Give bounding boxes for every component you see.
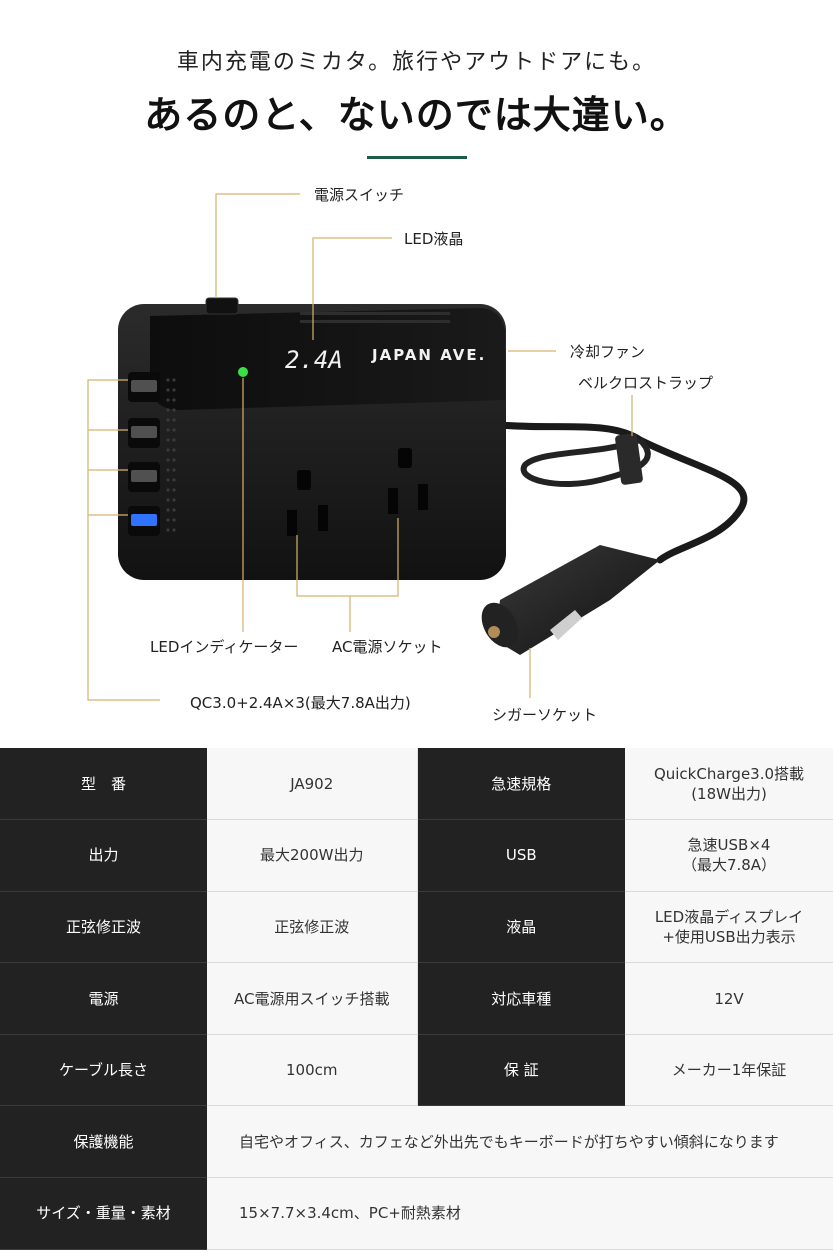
table-row: 電源 AC電源用スイッチ搭載 対応車種 12V	[0, 962, 833, 1035]
spec-table: 型 番 JA902 急速規格 QuickCharge3.0搭載(18W出力) 出…	[0, 748, 833, 1250]
spec-value: 急速USB×4（最大7.8A）	[625, 819, 833, 892]
power-cable	[496, 421, 748, 564]
table-row: 出力 最大200W出力 USB 急速USB×4（最大7.8A）	[0, 819, 833, 892]
product-diagram: 2.4A JAPAN AVE.	[87, 193, 748, 701]
spec-value: 正弦修正波	[207, 891, 417, 964]
spec-value: 12V	[625, 962, 833, 1035]
spec-key: サイズ・重量・素材	[0, 1177, 207, 1250]
spec-key: USB	[416, 819, 625, 892]
cigar-plug	[481, 545, 660, 655]
callout-velcro-strap: ベルクロストラップ	[578, 374, 714, 392]
ac-sockets	[287, 448, 428, 536]
subtitle: 車内充電のミカタ。旅行やアウトドアにも。	[176, 50, 657, 75]
table-row: 型 番 JA902 急速規格 QuickCharge3.0搭載(18W出力)	[0, 748, 833, 821]
spec-key: 正弦修正波	[0, 891, 207, 964]
callout-lines	[87, 193, 633, 701]
spec-key: 急速規格	[416, 748, 625, 821]
spec-key: 保護機能	[0, 1105, 207, 1179]
table-row: 正弦修正波 正弦修正波 液晶 LED液晶ディスプレイ+使用USB出力表示	[0, 891, 833, 964]
spec-value-line: +使用USB出力表示	[662, 927, 796, 946]
spec-value: AC電源用スイッチ搭載	[207, 962, 417, 1035]
callout-cooling-fan: 冷却ファン	[570, 343, 646, 361]
spec-key: 型 番	[0, 748, 207, 821]
velcro-strap	[615, 433, 643, 485]
table-row: ケーブル長さ 100cm 保 証 メーカー1年保証	[0, 1034, 833, 1107]
usb-ports	[128, 372, 160, 536]
spec-key: 対応車種	[416, 962, 625, 1035]
spec-key: ケーブル長さ	[0, 1034, 207, 1107]
spec-value-line: （最大7.8A）	[681, 856, 777, 875]
spec-value: JA902	[207, 748, 417, 821]
page-title: あるのと、ないのでは大違い。	[144, 93, 689, 137]
callout-led-indicator: LEDインディケーター	[150, 638, 299, 656]
spec-key: 液晶	[416, 891, 625, 964]
brand-logo: JAPAN AVE.	[371, 346, 486, 364]
callout-cigar-socket: シガーソケット	[492, 706, 598, 724]
spec-value: 最大200W出力	[207, 819, 417, 892]
led-indicator-light	[238, 367, 248, 377]
spec-value: LED液晶ディスプレイ+使用USB出力表示	[625, 891, 833, 964]
spec-value: QuickCharge3.0搭載(18W出力)	[625, 748, 833, 821]
spec-value-line: LED液晶ディスプレイ	[654, 907, 804, 926]
callout-led-display: LED液晶	[404, 230, 464, 248]
spec-value: 自宅やオフィス、カフェなど外出先でもキーボードが打ちやすい傾斜になります	[207, 1105, 833, 1179]
led-display: 2.4A	[285, 346, 343, 374]
spec-key: 出力	[0, 819, 207, 892]
spec-value: メーカー1年保証	[625, 1034, 833, 1107]
title-divider	[367, 156, 467, 159]
spec-key: 保 証	[416, 1034, 625, 1107]
callout-usb-ports: QC3.0+2.4A×3(最大7.8A出力)	[190, 694, 411, 712]
callout-ac-socket: AC電源ソケット	[332, 638, 443, 656]
table-row: サイズ・重量・素材 15×7.7×3.4cm、PC+耐熱素材	[0, 1177, 833, 1250]
spec-value-line: (18W出力)	[691, 784, 767, 803]
spec-key: 電源	[0, 962, 207, 1035]
spec-value: 15×7.7×3.4cm、PC+耐熱素材	[207, 1177, 833, 1250]
spec-value-line: QuickCharge3.0搭載	[653, 764, 805, 783]
callout-power-switch: 電源スイッチ	[314, 186, 405, 204]
hero-section: 車内充電のミカタ。旅行やアウトドアにも。 あるのと、ないのでは大違い。	[87, 50, 748, 724]
spec-value: 100cm	[207, 1034, 417, 1107]
spec-value-line: 急速USB×4	[687, 836, 771, 855]
table-row: 保護機能 自宅やオフィス、カフェなど外出先でもキーボードが打ちやすい傾斜になりま…	[0, 1105, 833, 1179]
power-switch	[205, 297, 239, 315]
